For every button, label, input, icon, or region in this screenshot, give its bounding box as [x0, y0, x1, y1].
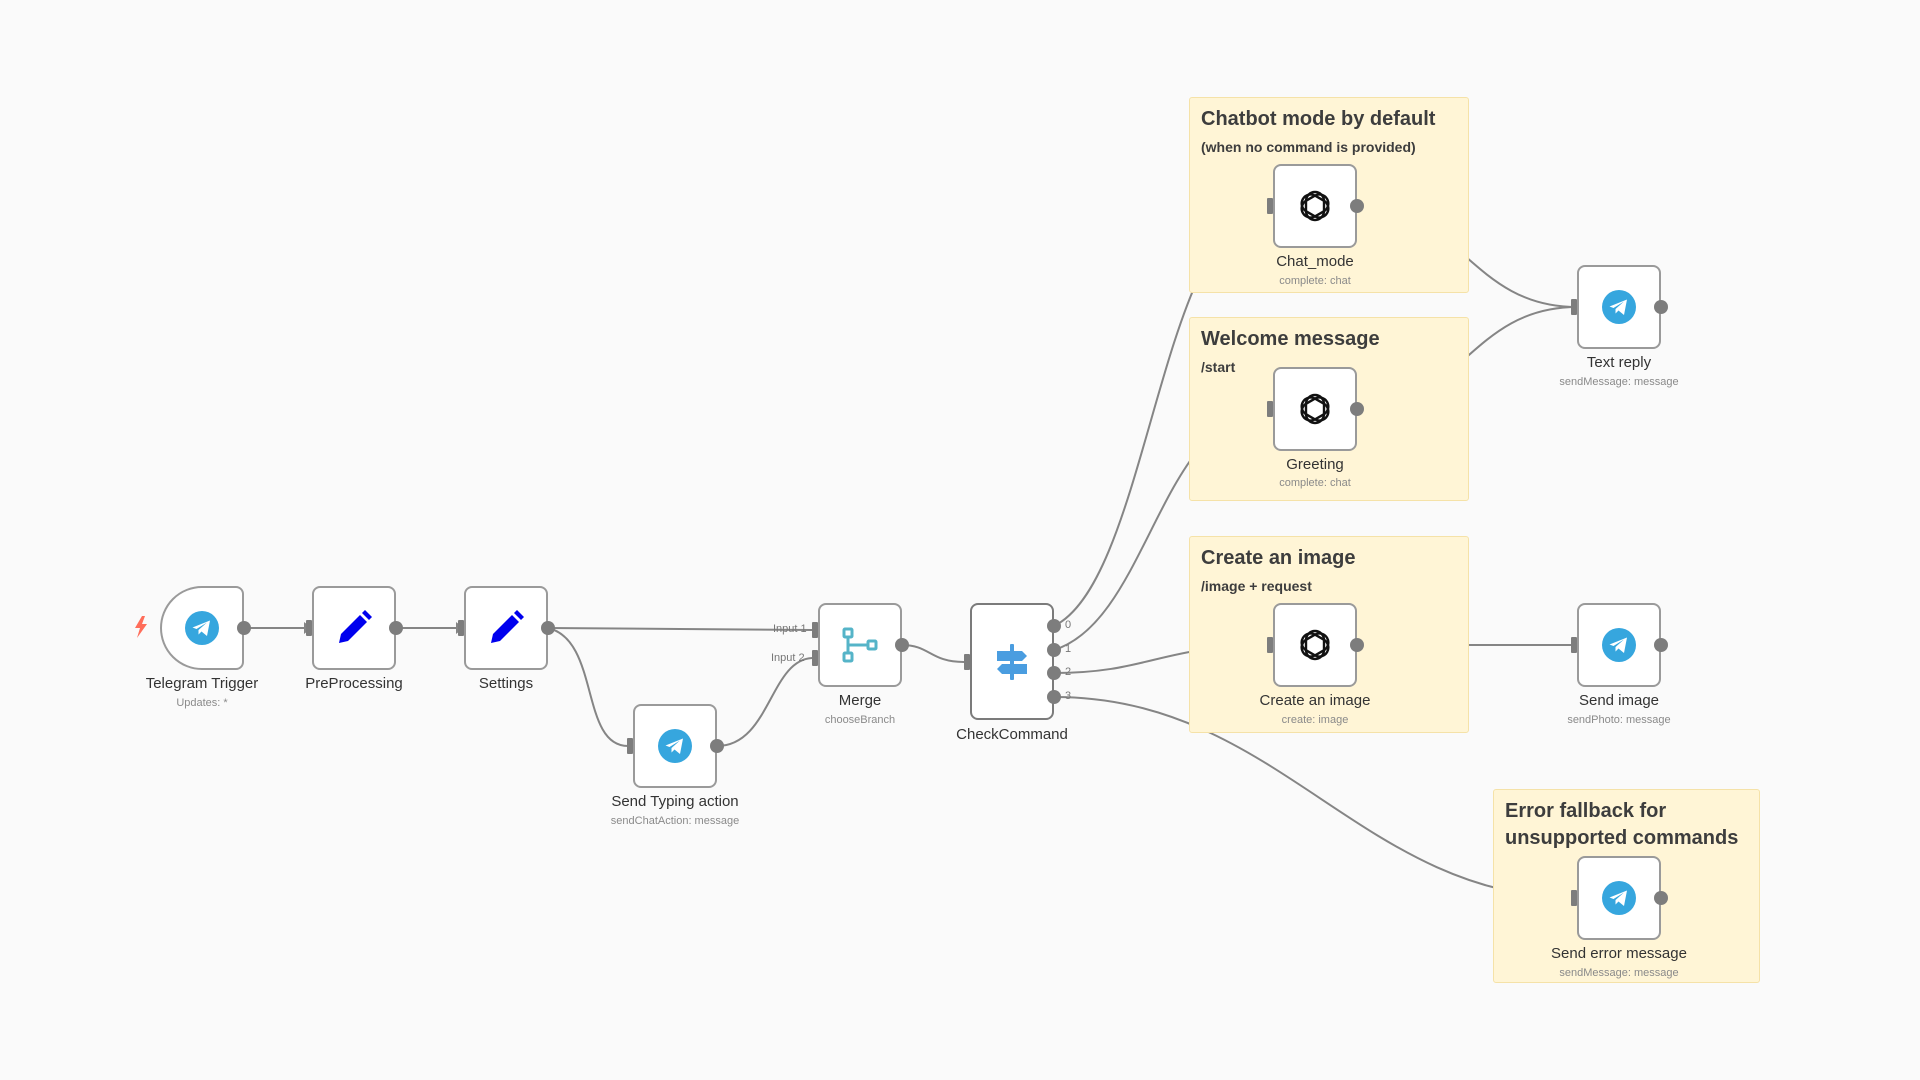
node-send-image[interactable] — [1577, 603, 1661, 687]
switch-output-3-label: 3 — [1065, 690, 1072, 702]
node-subtitle: sendMessage: message — [1559, 376, 1679, 388]
telegram-icon — [185, 611, 219, 645]
pencil-icon — [339, 610, 372, 643]
output-handle[interactable] — [1350, 199, 1364, 213]
sticky-subtitle: (when no command is provided) — [1201, 139, 1416, 155]
node-preprocessing[interactable] — [312, 586, 396, 670]
switch-output-2-handle[interactable] — [1047, 666, 1061, 680]
node-subtitle: sendPhoto: message — [1567, 714, 1671, 726]
node-send-typing-action[interactable] — [633, 704, 717, 788]
trigger-bolt-icon — [135, 616, 147, 638]
node-label: CheckCommand — [956, 726, 1068, 743]
input-handle[interactable] — [1571, 890, 1577, 906]
node-label: Greeting — [1286, 456, 1344, 473]
input-handle[interactable] — [1267, 198, 1273, 214]
input-handle[interactable] — [627, 738, 633, 754]
output-handle[interactable] — [541, 621, 555, 635]
output-handle[interactable] — [1654, 300, 1668, 314]
node-greeting[interactable] — [1273, 367, 1357, 451]
node-label: Send error message — [1551, 945, 1687, 962]
node-label: Text reply — [1586, 354, 1652, 371]
node-label: Telegram Trigger — [145, 675, 259, 692]
node-label: Settings — [478, 675, 534, 692]
node-text-reply[interactable] — [1577, 265, 1661, 349]
node-label: Create an image — [1259, 692, 1371, 709]
merge-input-2-handle[interactable] — [812, 650, 818, 666]
switch-output-0-handle[interactable] — [1047, 619, 1061, 633]
switch-output-1-handle[interactable] — [1047, 643, 1061, 657]
node-merge[interactable] — [818, 603, 902, 687]
node-subtitle: Updates: * — [176, 697, 228, 709]
node-subtitle: create: image — [1281, 714, 1349, 726]
switch-icon — [997, 643, 1027, 680]
sticky-title: Chatbot mode by default — [1201, 108, 1436, 130]
output-handle[interactable] — [1350, 638, 1364, 652]
telegram-icon — [1602, 881, 1636, 915]
node-checkcommand[interactable] — [970, 603, 1054, 720]
node-label: Chat_mode — [1276, 253, 1354, 270]
telegram-icon — [658, 729, 692, 763]
switch-output-3-handle[interactable] — [1047, 690, 1061, 704]
node-label: PreProcessing — [305, 675, 403, 692]
node-subtitle: complete: chat — [1279, 275, 1351, 287]
node-telegram-trigger[interactable] — [160, 586, 244, 670]
sticky-title: Welcome message — [1201, 328, 1380, 350]
openai-icon — [1300, 393, 1330, 425]
output-handle[interactable] — [710, 739, 724, 753]
telegram-icon — [1602, 628, 1636, 662]
node-send-error-message[interactable] — [1577, 856, 1661, 940]
sticky-note-welcome[interactable]: Welcome message /start — [1189, 317, 1469, 501]
merge-input-1-handle[interactable] — [812, 622, 818, 638]
output-handle[interactable] — [1654, 891, 1668, 905]
input-handle[interactable] — [458, 620, 464, 636]
switch-output-2-label: 2 — [1065, 666, 1072, 678]
output-handle[interactable] — [1654, 638, 1668, 652]
merge-icon — [842, 627, 878, 663]
node-chat-mode[interactable] — [1273, 164, 1357, 248]
openai-icon — [1300, 629, 1330, 661]
output-handle[interactable] — [389, 621, 403, 635]
switch-output-0-label: 0 — [1065, 619, 1072, 631]
node-create-an-image[interactable] — [1273, 603, 1357, 687]
input-handle[interactable] — [1267, 637, 1273, 653]
output-handle[interactable] — [1350, 402, 1364, 416]
merge-input-2-label: Input 2 — [771, 652, 805, 664]
output-handle[interactable] — [237, 621, 251, 635]
sticky-title: Create an image — [1201, 547, 1356, 569]
node-subtitle: sendChatAction: message — [610, 815, 740, 827]
node-subtitle: complete: chat — [1279, 477, 1351, 489]
pencil-icon — [491, 610, 524, 643]
sticky-subtitle: /start — [1201, 359, 1236, 375]
input-handle[interactable] — [306, 620, 312, 636]
openai-icon — [1300, 190, 1330, 222]
node-label: Send Typing action — [611, 793, 739, 810]
input-handle[interactable] — [964, 654, 970, 670]
node-label: Send image — [1578, 692, 1660, 709]
node-label: Merge — [838, 692, 882, 709]
node-subtitle: chooseBranch — [824, 714, 896, 726]
sticky-subtitle: /image + request — [1201, 578, 1312, 594]
connection-merge-to-checkcommand — [901, 644, 965, 663]
input-handle[interactable] — [1571, 637, 1577, 653]
output-handle[interactable] — [895, 638, 909, 652]
merge-input-1-label: Input 1 — [773, 623, 807, 635]
switch-output-1-label: 1 — [1065, 643, 1072, 655]
sticky-title: Error fallback for unsupported commands — [1505, 800, 1739, 849]
node-settings[interactable] — [464, 586, 548, 670]
telegram-icon — [1602, 290, 1636, 324]
input-handle[interactable] — [1571, 299, 1577, 315]
input-handle[interactable] — [1267, 401, 1273, 417]
node-subtitle: sendMessage: message — [1559, 967, 1679, 979]
